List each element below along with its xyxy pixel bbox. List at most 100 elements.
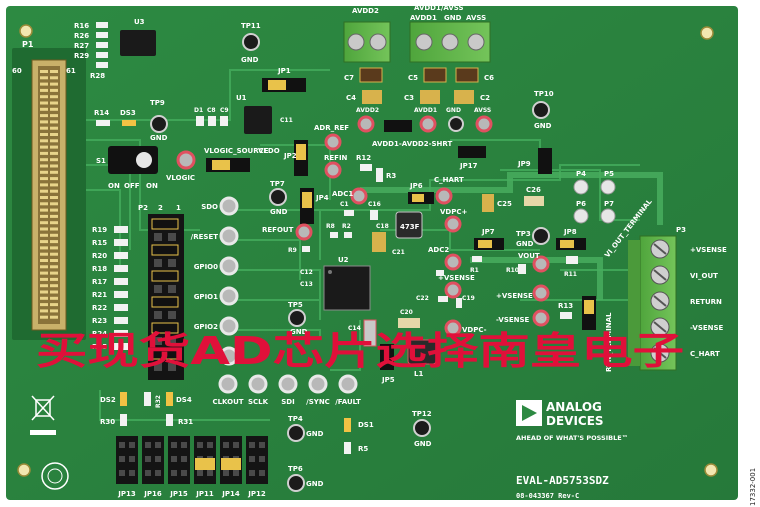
label-u2: U2	[338, 256, 349, 264]
label-r1: R1	[470, 267, 479, 274]
label-tp4-gnd: GND	[306, 430, 324, 438]
bottom-jumper-pin	[223, 442, 229, 448]
label-c6: C6	[484, 74, 494, 82]
testpoint-clkout	[218, 374, 238, 394]
label-c14: C14	[348, 325, 361, 332]
label-tp9-gnd: GND	[150, 134, 168, 142]
pcb-board	[6, 6, 738, 500]
label-p2-2: 2	[158, 204, 163, 212]
bottom-jumper-pin	[181, 470, 187, 476]
terminal-screw-slot	[653, 295, 667, 307]
label-adr-ref: ADR_REF	[314, 124, 349, 132]
p2-pin	[154, 233, 162, 241]
p2-shunt	[151, 322, 179, 334]
led-ds1	[344, 418, 351, 432]
p1-pin	[50, 82, 58, 86]
brand-line1: ANALOG	[546, 400, 602, 414]
label-r9: R9	[288, 247, 297, 254]
label-tp4: TP4	[288, 415, 303, 423]
p2-shunt	[151, 218, 179, 230]
left-resistor	[114, 291, 128, 298]
testpoint-gnd-power	[448, 116, 464, 132]
testpoint-avdd2	[357, 115, 375, 133]
label-ds2: DS2	[100, 396, 116, 404]
p1-pin	[50, 277, 58, 281]
capacitor-c14	[363, 319, 377, 347]
label-c7: C7	[344, 74, 354, 82]
label-tp6-gnd: GND	[306, 480, 324, 488]
bottom-jumper-pin	[223, 470, 229, 476]
label-inductor: 473F	[400, 223, 420, 231]
p1-pin	[40, 265, 48, 269]
label-l1: L1	[414, 370, 423, 378]
p1-pin	[50, 309, 58, 313]
label-c21: C21	[392, 249, 405, 256]
resistor-bank-top	[96, 22, 108, 68]
testpoint-adr-ref	[324, 133, 342, 151]
bottom-jumper-pin	[259, 470, 265, 476]
testpoint-tp3	[532, 227, 550, 245]
testpoint-sclk	[248, 374, 268, 394]
label-r29: R29	[74, 52, 89, 60]
p1-pin	[40, 133, 48, 136]
bottom-jumper-label: JP15	[169, 490, 188, 498]
p1-pin	[50, 170, 58, 174]
label-c18: C18	[376, 223, 389, 230]
p1-pin	[50, 145, 58, 149]
watermark-text: 买现货AD芯片选择南皇电子	[36, 329, 684, 373]
resistor-r12	[360, 164, 372, 171]
p1-pin	[50, 227, 58, 231]
label-vsense-neg: -VSENSE	[496, 316, 530, 324]
label-sclk: SCLK	[248, 398, 269, 406]
testpoint-ldac	[219, 346, 239, 366]
testpoint-vout	[532, 255, 550, 273]
p1-pin	[50, 214, 58, 218]
testpoint-vdpc-neg	[444, 319, 462, 337]
label-r13: R13	[558, 302, 573, 310]
p1-pin	[40, 170, 48, 174]
label-p2: P2	[138, 204, 148, 212]
p2-pin	[168, 233, 176, 241]
p1-pin	[50, 133, 58, 136]
p1-pin	[40, 82, 48, 86]
led-ds4	[166, 392, 173, 406]
jumper-jp1-shunt	[268, 80, 286, 90]
p1-pin	[50, 151, 58, 155]
capacitor-c22	[438, 296, 448, 302]
left-resistor	[114, 343, 128, 350]
rohs-logo-icon	[41, 462, 69, 490]
jumper-jp2-shunt	[296, 144, 306, 160]
left-resistor	[114, 304, 128, 311]
resistor-r14	[96, 120, 110, 126]
testpoint-avss	[475, 115, 493, 133]
label-sdo: SDO	[201, 203, 218, 211]
testpoint-gpio1	[219, 286, 239, 306]
resistor-r3	[376, 168, 383, 182]
p1-pin	[50, 114, 58, 118]
analog-devices-triangle-icon	[522, 405, 537, 421]
rohs-logo-inner-icon	[47, 468, 63, 484]
label-vlogic: VLOGIC	[166, 174, 195, 182]
label-jp7: JP7	[481, 228, 495, 236]
label-c4: C4	[346, 94, 356, 102]
label-clkout: CLKOUT	[212, 398, 243, 406]
testpoint-vlogic	[176, 150, 196, 170]
label-vldo: VLDO	[258, 147, 280, 155]
label-c9: C9	[220, 107, 229, 114]
board-part-number: 08-043367 Rev-C	[516, 492, 579, 500]
p1-pin	[50, 296, 58, 300]
figure-id: 17332-001	[749, 468, 757, 506]
label-r11: R11	[564, 271, 577, 278]
p1-pin	[40, 151, 48, 155]
terminal-pin-label: RETURN	[690, 298, 722, 306]
testpoint-vsense-pos	[444, 281, 462, 299]
bottom-jumper-pin	[155, 442, 161, 448]
p1-pin	[40, 315, 48, 319]
label-tp3: TP3	[516, 230, 531, 238]
bottom-jumper-shunt	[221, 458, 241, 470]
bottom-jumper-pin	[259, 442, 265, 448]
jumper-jp9	[538, 148, 552, 174]
label-tp3-gnd: GND	[516, 240, 534, 248]
bottom-jumper-pin	[181, 456, 187, 462]
resistor-r30	[120, 414, 127, 426]
